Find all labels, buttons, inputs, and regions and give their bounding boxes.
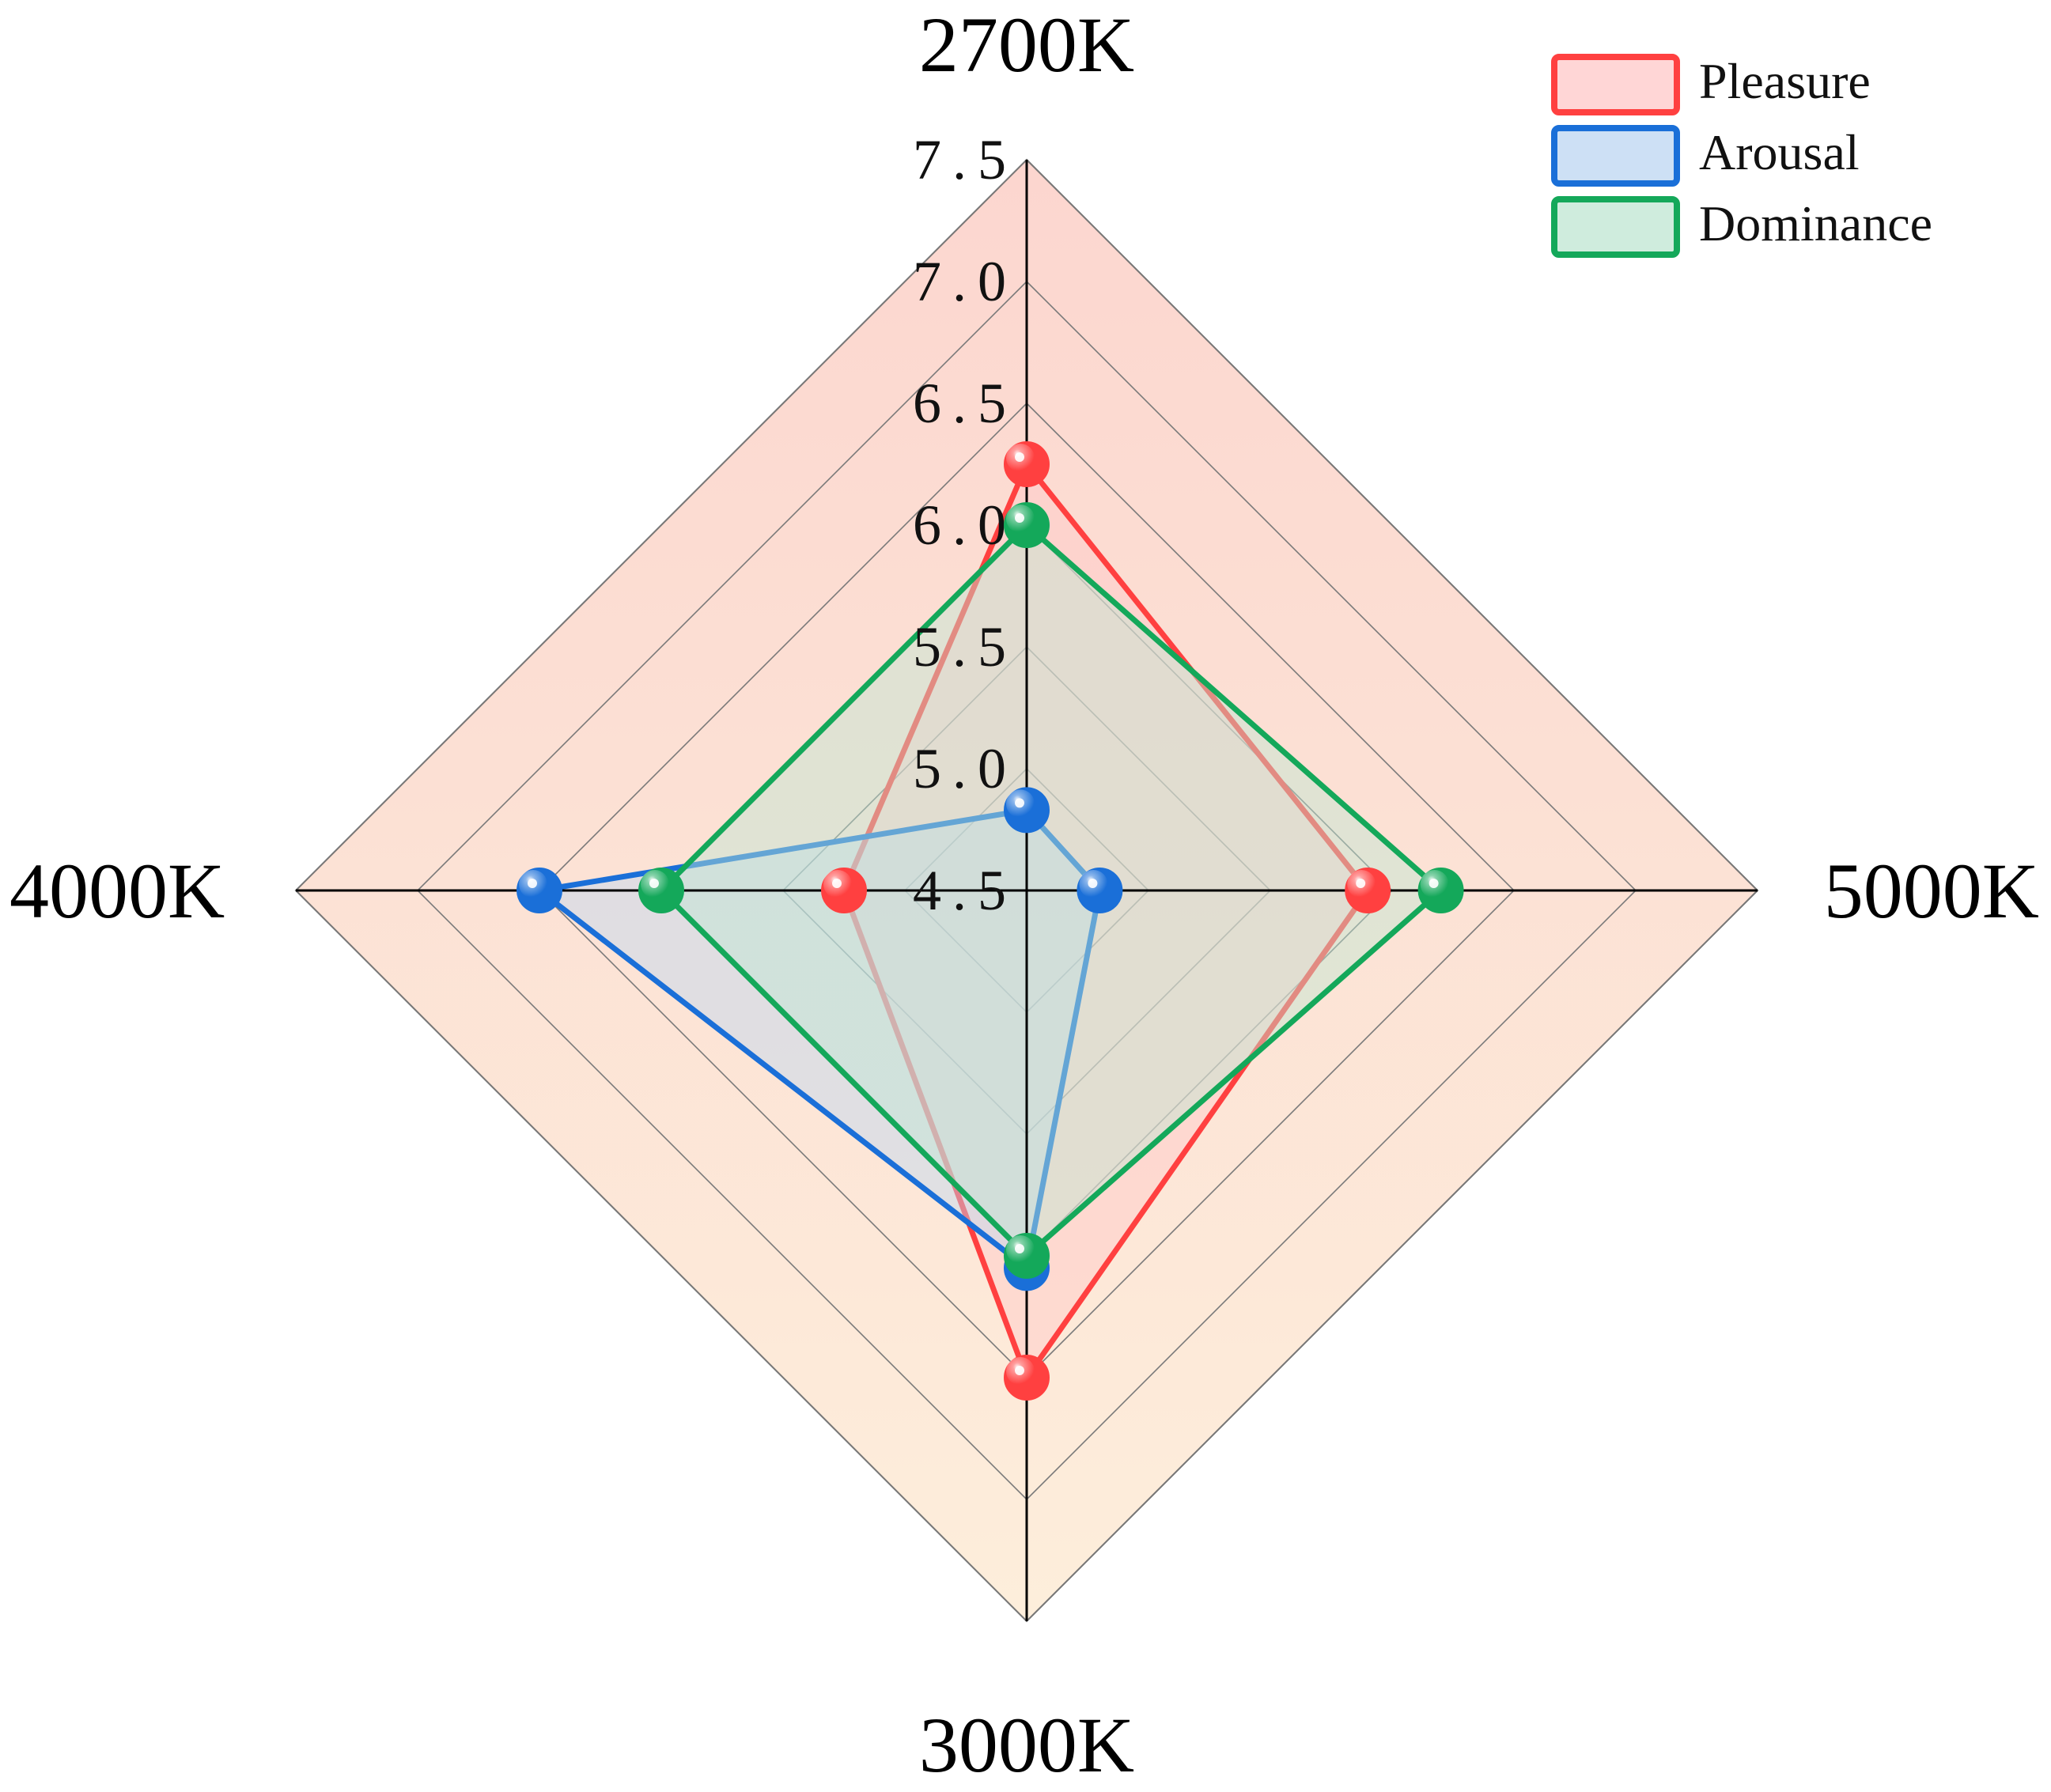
legend-label: Arousal xyxy=(1699,124,1860,180)
data-point-pleasure xyxy=(821,868,867,913)
tick-label: 4.5 xyxy=(913,859,1017,922)
legend-label: Pleasure xyxy=(1699,53,1871,109)
tick-label: 7.5 xyxy=(913,128,1017,191)
data-point-dominance xyxy=(638,868,684,913)
axis-title-left: 4000K xyxy=(9,847,225,935)
axis-title-right: 5000K xyxy=(1824,847,2039,935)
data-point-arousal xyxy=(517,868,562,913)
legend-label: Dominance xyxy=(1699,195,1932,251)
legend-item-arousal: Arousal xyxy=(1551,124,1860,187)
data-point-arousal xyxy=(1077,868,1123,913)
tick-label: 7.0 xyxy=(913,250,1017,313)
legend-item-pleasure: Pleasure xyxy=(1551,53,1871,115)
data-point-pleasure xyxy=(1004,1355,1050,1401)
data-point-dominance xyxy=(1004,502,1050,548)
data-point-pleasure xyxy=(1345,868,1391,913)
axis-title-top: 2700K xyxy=(919,1,1134,89)
axis-title-bottom: 3000K xyxy=(919,1701,1134,1789)
tick-label: 6.5 xyxy=(913,372,1017,435)
data-point-dominance xyxy=(1417,868,1464,913)
tick-label: 5.5 xyxy=(913,615,1017,679)
tick-label: 6.0 xyxy=(913,493,1017,557)
data-point-pleasure xyxy=(1004,441,1050,487)
legend-item-dominance: Dominance xyxy=(1551,195,1932,258)
data-point-dominance xyxy=(1004,1233,1050,1279)
tick-label: 5.0 xyxy=(913,737,1017,800)
data-point-arousal xyxy=(1004,787,1050,834)
